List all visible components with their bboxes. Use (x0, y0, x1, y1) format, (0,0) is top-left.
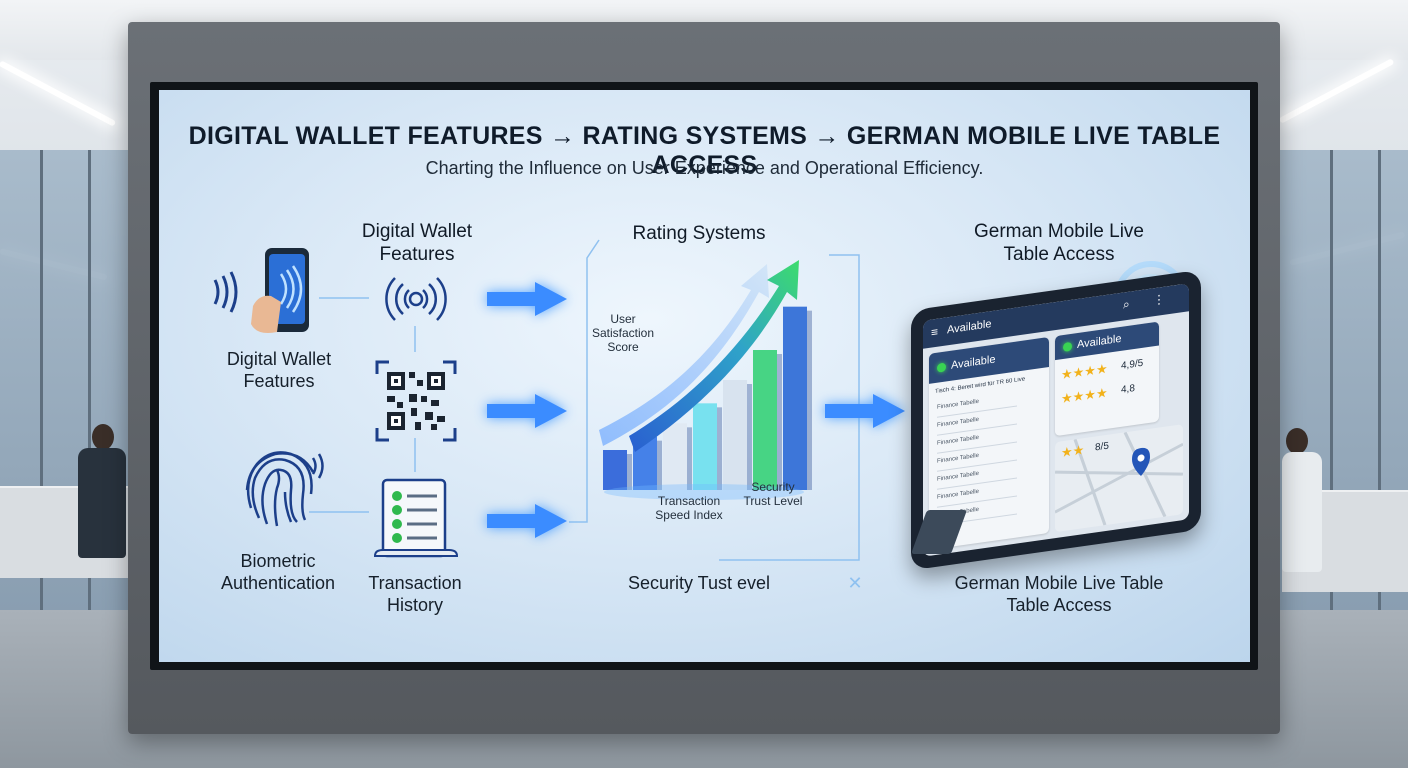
trust-label: Security Trust Level (743, 480, 803, 508)
map-view[interactable]: ★★ 8/5 (1054, 424, 1184, 533)
glass-mullion (40, 150, 43, 610)
flow-arrow-icon (487, 394, 567, 428)
chart-bar-side-2 (657, 440, 662, 490)
chart-bar-7 (783, 306, 807, 490)
display-screen: DIGITAL WALLET FEATURES → RATING SYSTEMS… (159, 90, 1250, 662)
fingerprint-icon (245, 451, 324, 527)
history-label: Transaction History (368, 573, 462, 615)
ceiling-light-left (0, 60, 117, 127)
more-icon[interactable]: ⋮ (1153, 291, 1165, 308)
german-column-header: German Mobile Live Table Access (973, 221, 1145, 265)
tablet-device: ≡ Available ⌕ ⋮ Available Tisch 4: Berei… (911, 269, 1201, 571)
person-head-left (92, 424, 114, 450)
chart-bar-side-5 (747, 384, 752, 490)
search-icon[interactable]: ⌕ (1123, 296, 1130, 312)
table-card-rating[interactable]: Available ★★★★ 4,9/5 ★★★★ 4,8 (1055, 321, 1159, 437)
chart-bar-3 (663, 423, 687, 490)
satisfaction-label: User Satisfaction Score (591, 312, 655, 354)
flow-arrow-icon (487, 504, 567, 538)
chart-bar-side-7 (807, 310, 812, 490)
rating-column-header: Rating Systems (632, 223, 766, 244)
menu-icon[interactable]: ≡ (931, 324, 939, 340)
glass-mullion (1378, 150, 1381, 610)
ceiling-light-right (1278, 58, 1395, 124)
flow-arrow-icon (825, 394, 905, 428)
star-icon: ★★★★ (1061, 384, 1108, 407)
map-roads (1054, 431, 1184, 526)
person-head-right (1286, 428, 1308, 454)
rating-value: 8/5 (1095, 440, 1109, 454)
chart-bar-5 (723, 380, 747, 490)
chart-bar-1 (603, 450, 627, 490)
rating-chart (599, 260, 812, 500)
page-subtitle: Charting the Influence on User Experienc… (425, 158, 984, 178)
page-title: DIGITAL WALLET FEATURES → RATING SYSTEMS… (188, 122, 1221, 179)
phone-icon (213, 248, 309, 333)
rating-value: 4,8 (1121, 382, 1135, 396)
chart-bar-side-4 (717, 407, 722, 490)
chart-bar-6 (753, 350, 777, 490)
chart-bar-side-1 (627, 454, 632, 490)
star-icon: ★★★★ (1061, 360, 1108, 383)
chart-bars (603, 306, 812, 490)
rating-footer-label: Security Tust evel (627, 573, 771, 593)
person-right (1282, 452, 1322, 572)
card-available-label: Available (1077, 332, 1122, 352)
biometric-label: Biometric Authentication (220, 551, 336, 593)
chart-bar-side-6 (777, 354, 782, 490)
flow-arrow-icon (487, 282, 567, 316)
tablet-frame: ≡ Available ⌕ ⋮ Available Tisch 4: Berei… (911, 269, 1201, 571)
chart-bar-4 (693, 403, 717, 490)
close-icon: ✕ (847, 573, 863, 593)
glass-mullion (1330, 150, 1333, 610)
speed-label: Transaction Speed Index (655, 494, 723, 522)
glass-mullion (88, 150, 91, 610)
tablet-screen: ≡ Available ⌕ ⋮ Available Tisch 4: Berei… (923, 283, 1189, 557)
qr-code-icon (375, 360, 457, 442)
phone-label: Digital Wallet Features (226, 349, 332, 391)
german-footer-label: German Mobile Live Table Table Access (954, 573, 1164, 615)
rating-value: 4,9/5 (1121, 357, 1144, 372)
wallet-column-header: Digital Wallet Features (361, 221, 473, 265)
card-available-label: Available (951, 353, 996, 372)
person-left (78, 448, 126, 558)
chart-bar-side-3 (687, 427, 692, 490)
contactless-icon (385, 277, 447, 321)
tablet-available-title: Available (947, 318, 992, 337)
star-icon: ★★ (1061, 442, 1085, 461)
checklist-icon (373, 478, 459, 558)
